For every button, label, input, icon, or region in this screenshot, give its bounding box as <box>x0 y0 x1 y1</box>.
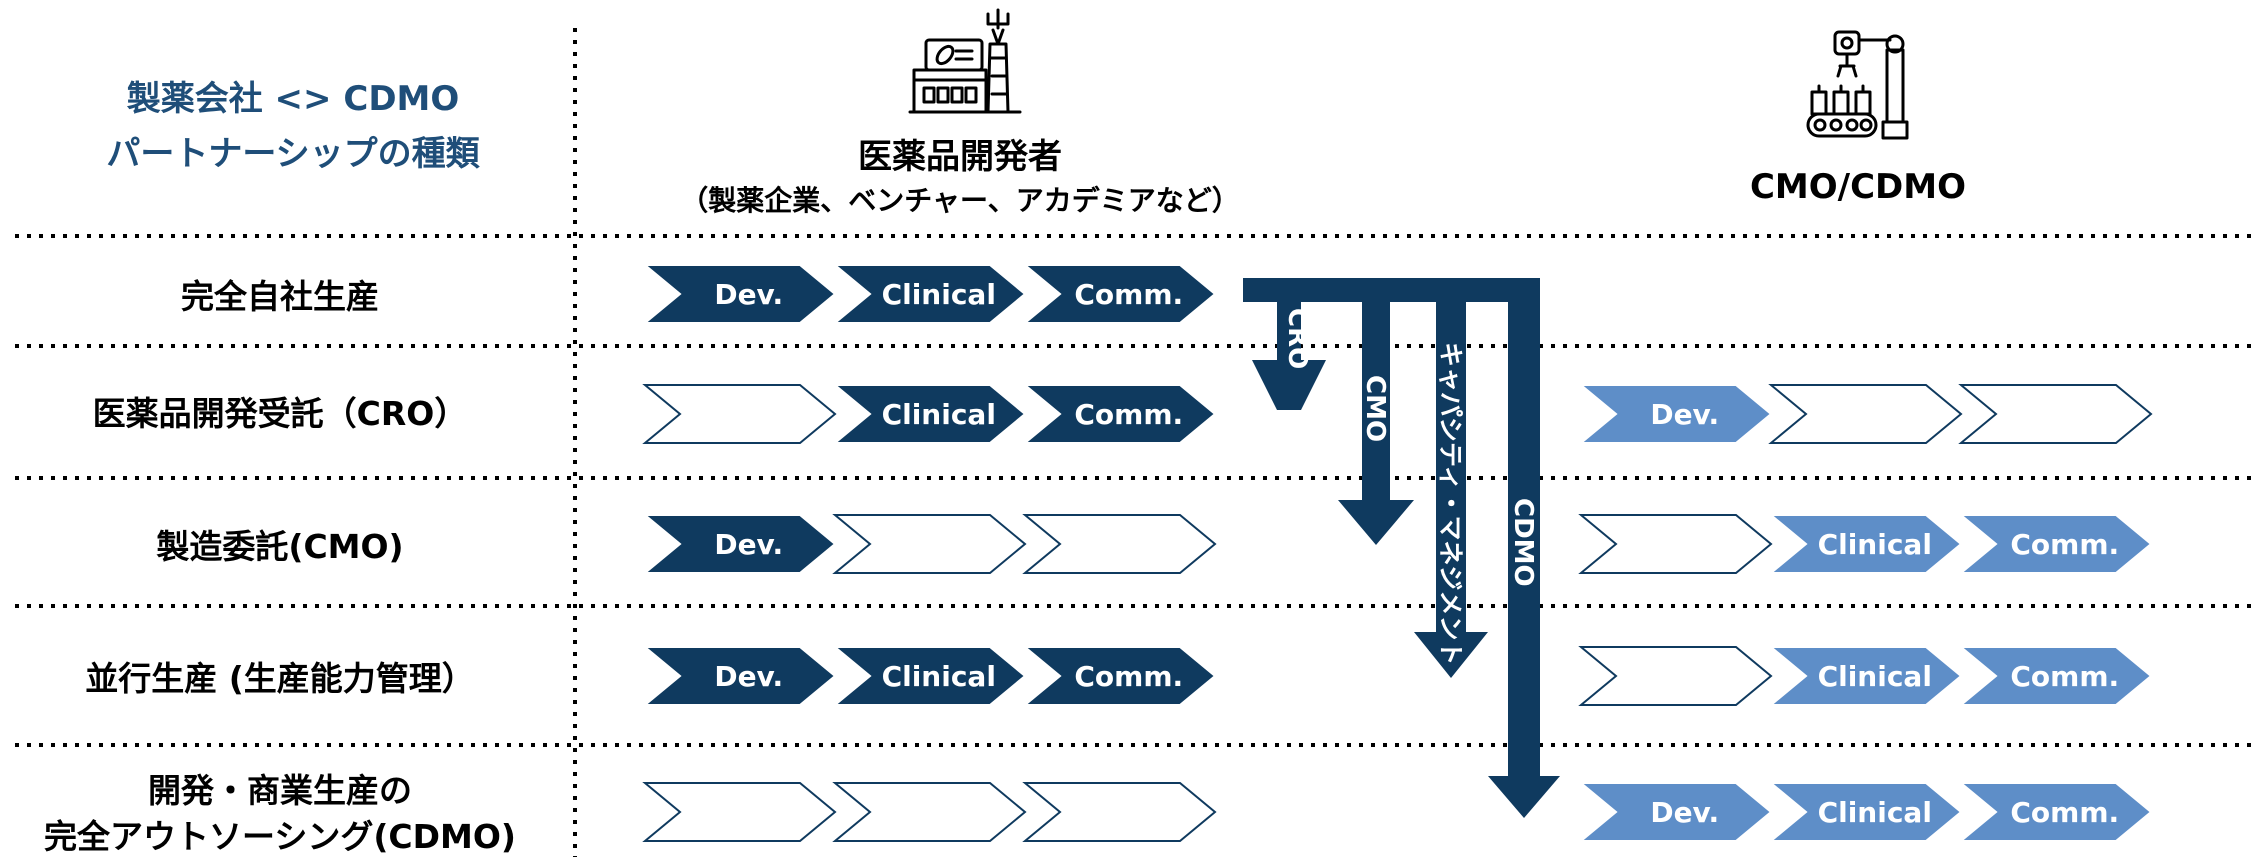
cdmo-stage-chevron-label: Dev. <box>1650 796 1719 829</box>
cdmo-stage-chevron <box>1768 384 1963 444</box>
row-label-cmo: 製造委託(CMO) <box>156 527 403 566</box>
cdmo-stage-chevron <box>1578 782 1773 842</box>
developer-stage-chevron <box>642 646 837 706</box>
developer-stage-chevron <box>832 384 1027 444</box>
developer-stage-chevron-label: Clinical <box>882 278 996 311</box>
developer-stage-chevron-label: Dev. <box>714 660 783 693</box>
row-label-full-outsourcing-line2: 完全アウトソーシング(CDMO) <box>44 817 516 856</box>
factory-icon <box>908 8 1022 114</box>
developer-stage-chevron <box>642 514 837 574</box>
row-label-in-house: 完全自社生産 <box>181 277 379 316</box>
developer-title: 医薬品開発者 <box>858 137 1062 177</box>
cdmo-arrow-label: CDMO <box>1508 498 1538 587</box>
cdmo-stage-chevron <box>1958 646 2153 706</box>
diagram-title-line2: パートナーシップの種類 <box>106 134 480 174</box>
developer-stage-chevron <box>1022 384 1217 444</box>
developer-stage-chevron-label: Comm. <box>1074 398 1183 431</box>
row-separators <box>15 234 2255 747</box>
cdmo-stage-chevron <box>1578 514 1773 574</box>
developer-subtitle: （製薬企業、ベンチャー、アカデミアなど） <box>680 184 1239 217</box>
cdmo-stage-chevron-label: Comm. <box>2010 796 2119 829</box>
developer-stage-chevron <box>1022 646 1217 706</box>
developer-stage-chevron-label: Comm. <box>1074 278 1183 311</box>
developer-stage-chevron-label: Clinical <box>882 398 996 431</box>
developer-stage-chevron <box>1022 264 1217 324</box>
developer-stage-chevron-label: Dev. <box>714 278 783 311</box>
cdmo-stage-chevron <box>1958 384 2153 444</box>
capacity-management-arrow <box>1390 278 1488 678</box>
cdmo-arrow <box>1466 278 1560 818</box>
cro-arrow-label: CRO <box>1282 308 1312 369</box>
cdmo-stage-chevron <box>1958 782 2153 842</box>
cdmo-stage-chevron <box>1578 384 1773 444</box>
cdmo-stage-chevron <box>1768 646 1963 706</box>
cdmo-stage-chevron-label: Dev. <box>1650 398 1719 431</box>
developer-stage-chevron <box>1022 514 1217 574</box>
developer-stage-chevron <box>832 782 1027 842</box>
developer-stage-chevron <box>832 646 1027 706</box>
cdmo-stage-chevron-label: Comm. <box>2010 528 2119 561</box>
cmo-arrow-label: CMO <box>1360 375 1390 442</box>
developer-stage-chevron <box>1022 782 1217 842</box>
robot-arm-assembly-icon <box>1806 30 1909 140</box>
cdmo-stage-chevron <box>1578 646 1773 706</box>
developer-stage-chevron <box>642 264 837 324</box>
cdmo-stage-chevron <box>1768 514 1963 574</box>
cdmo-title: CMO/CDMO <box>1750 167 1966 207</box>
developer-stage-chevron <box>642 384 837 444</box>
developer-stage-chevron-label: Clinical <box>882 660 996 693</box>
developer-stage-chevron-label: Dev. <box>714 528 783 561</box>
row-label-parallel: 並行生産 (生産能力管理） <box>85 659 475 698</box>
cdmo-stage-chevron <box>1958 514 2153 574</box>
cdmo-stage-chevron-label: Comm. <box>2010 660 2119 693</box>
row-label-cro: 医薬品開発受託（CRO） <box>93 394 468 433</box>
row-label-full-outsourcing-line1: 開発・商業生産の <box>148 771 412 810</box>
developer-stage-chevron <box>832 264 1027 324</box>
capacity-management-arrow-label: キャパシティ・マネジメント <box>1436 342 1465 666</box>
developer-stage-chevron-label: Comm. <box>1074 660 1183 693</box>
cdmo-stage-chevron-label: Clinical <box>1818 660 1932 693</box>
cdmo-stage-chevron-label: Clinical <box>1818 528 1932 561</box>
cdmo-stage-chevron <box>1768 782 1963 842</box>
cmo-arrow <box>1301 278 1414 545</box>
developer-stage-chevron <box>832 514 1027 574</box>
diagram-title-line1: 製薬会社 <> CDMO <box>127 79 460 119</box>
developer-stage-chevron <box>642 782 837 842</box>
cro-arrow <box>1243 278 1326 410</box>
cdmo-stage-chevron-label: Clinical <box>1818 796 1932 829</box>
